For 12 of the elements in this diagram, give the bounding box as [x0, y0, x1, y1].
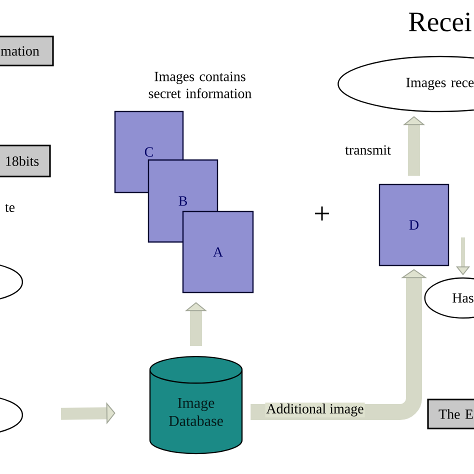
edge-label: transmit: [344, 144, 392, 156]
image-box: D: [378, 184, 450, 266]
image-box: A: [182, 210, 254, 294]
note-text: te: [5, 204, 15, 212]
edge-label: Additional image: [265, 402, 365, 418]
title: Recei: [408, 12, 472, 32]
label-box: The E: [427, 398, 474, 430]
database-cylinder: Image Database: [149, 356, 243, 454]
label-box: mation: [0, 36, 54, 66]
note-text: +: [315, 206, 329, 220]
note-text: Images contains secret information: [148, 72, 252, 98]
label-box: 18bits: [0, 144, 51, 178]
